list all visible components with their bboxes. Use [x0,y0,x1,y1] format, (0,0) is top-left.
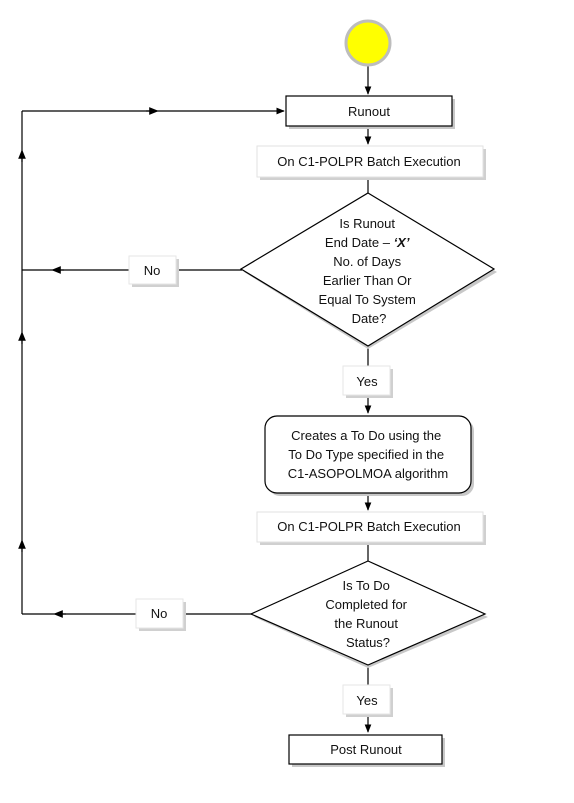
start-node [344,19,392,67]
create-todo-text: Creates a To Do using the To Do Type spe… [288,428,448,481]
runout-label: Runout [348,104,390,119]
decision-todo-completed-text: Is To Do Completed for the Runout Status… [325,578,410,650]
no-label-box-1: No [128,255,179,287]
batch-execution-label-1: On C1-POLPR Batch Execution [277,154,461,169]
create-todo-box: Creates a To Do using the To Do Type spe… [264,415,474,496]
no-label-1: No [144,263,161,278]
no-label-box-2: No [135,598,186,631]
decision-end-date-text: Is Runout End Date – ‘X’ No. of Days Ear… [319,216,420,326]
decision-todo-completed: Is To Do Completed for the Runout Status… [249,560,488,668]
batch-execution-box-1: On C1-POLPR Batch Execution [256,145,486,180]
yes-label-1: Yes [356,374,378,389]
yes-label-2: Yes [356,693,378,708]
runout-box: Runout [285,95,455,129]
post-runout-label: Post Runout [330,742,402,757]
batch-execution-label-2: On C1-POLPR Batch Execution [277,519,461,534]
post-runout-box: Post Runout [288,734,445,767]
no-label-2: No [151,606,168,621]
yes-label-box-2: Yes [342,684,393,717]
decision-end-date: Is Runout End Date – ‘X’ No. of Days Ear… [239,192,497,349]
batch-execution-box-2: On C1-POLPR Batch Execution [256,511,486,545]
yes-label-box-1: Yes [342,365,393,398]
